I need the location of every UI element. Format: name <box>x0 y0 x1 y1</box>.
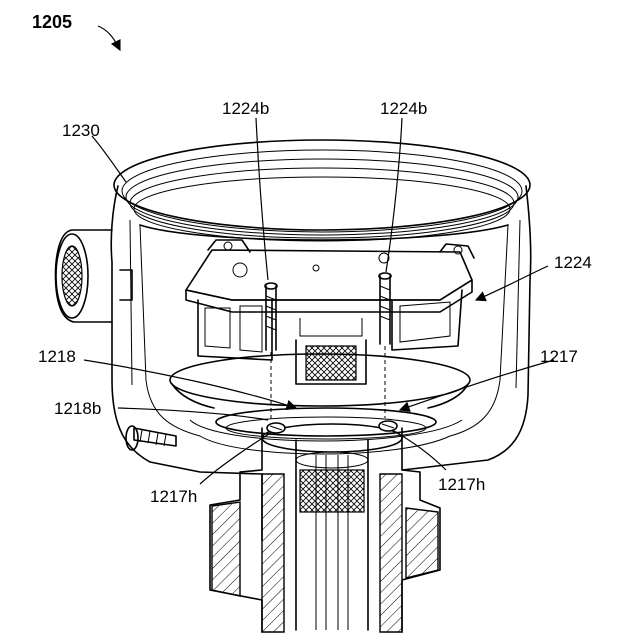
label-plate-edge: 1218b <box>54 399 101 418</box>
base-spindle <box>210 424 440 632</box>
label-plate: 1218 <box>38 347 76 366</box>
label-fastener-left: 1224b <box>222 99 269 118</box>
electronics-module <box>186 240 474 420</box>
label-housing: 1230 <box>62 121 100 140</box>
leader-lines <box>84 26 554 484</box>
label-hole-right: 1217h <box>438 475 485 494</box>
label-ring: 1217 <box>540 347 578 366</box>
label-fastener-right: 1224b <box>380 99 427 118</box>
figure-number: 1205 <box>32 12 72 32</box>
label-module: 1224 <box>554 253 592 272</box>
reference-labels: 1205 1230 1224b 1224b 1224 1218 1218b 12… <box>32 12 592 506</box>
label-hole-left: 1217h <box>150 487 197 506</box>
